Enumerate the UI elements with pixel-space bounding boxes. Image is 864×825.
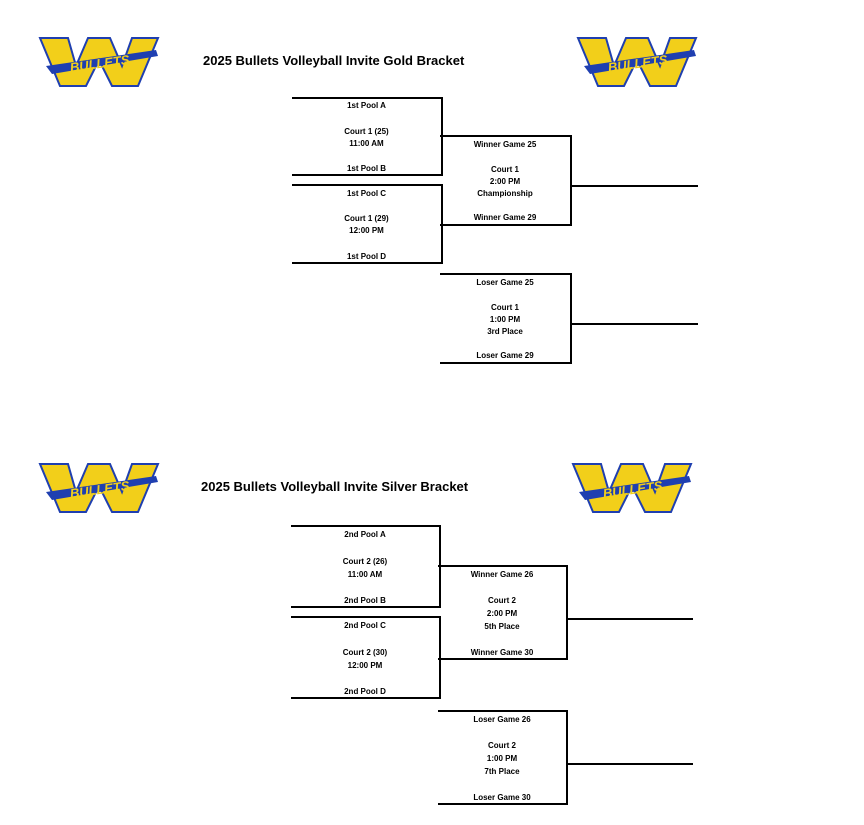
team-slot-top: Loser Game 26 — [473, 715, 531, 724]
game-time: 2:00 PM — [486, 609, 518, 618]
team-slot-top: Winner Game 26 — [470, 570, 534, 579]
gold-bracket: BULLETS 2025 Bullets Volleyball Invite G… — [0, 0, 864, 400]
team-slot-bottom: 2nd Pool D — [344, 687, 386, 696]
game-time: 11:00 AM — [347, 570, 383, 579]
bullets-logo-left: BULLETS — [38, 37, 160, 87]
winner-line — [568, 763, 693, 765]
team-slot-bottom: Winner Game 30 — [470, 648, 534, 657]
court-label: Court 2 (30) — [342, 648, 388, 657]
game-time: 2:00 PM — [489, 177, 521, 186]
match-box-final: Winner Game 26 Court 2 2:00 PM 5th Place… — [438, 565, 568, 660]
team-slot-top: Loser Game 25 — [476, 278, 534, 287]
bullets-logo-right: BULLETS — [576, 37, 698, 87]
court-label: Court 1 — [491, 165, 519, 174]
court-label: Court 2 — [488, 741, 516, 750]
game-time: 1:00 PM — [489, 315, 521, 324]
game-label: Championship — [477, 189, 533, 198]
team-slot-bottom: Loser Game 30 — [473, 793, 531, 802]
team-slot-bottom: Winner Game 29 — [473, 213, 537, 222]
court-label: Court 2 — [488, 596, 516, 605]
bracket-title: 2025 Bullets Volleyball Invite Gold Brac… — [203, 53, 465, 68]
game-time: 1:00 PM — [486, 754, 518, 763]
bullets-logo-left: BULLETS — [38, 463, 160, 513]
match-box-consolation: Loser Game 26 Court 2 1:00 PM 7th Place … — [438, 710, 568, 805]
winner-line — [568, 618, 693, 620]
match-box-game-b: 2nd Pool C Court 2 (30) 12:00 PM 2nd Poo… — [291, 616, 441, 699]
court-label: Court 1 (25) — [344, 127, 389, 136]
match-box-final: Winner Game 25 Court 1 2:00 PM Champions… — [440, 135, 572, 226]
match-box-consolation: Loser Game 25 Court 1 1:00 PM 3rd Place … — [440, 273, 572, 364]
bracket-title: 2025 Bullets Volleyball Invite Silver Br… — [201, 479, 469, 494]
game-label: 7th Place — [484, 767, 520, 776]
game-time: 12:00 PM — [349, 226, 384, 235]
team-slot-top: 2nd Pool C — [344, 621, 386, 630]
team-slot-top: 2nd Pool A — [344, 530, 386, 539]
team-slot-bottom: 2nd Pool B — [344, 596, 386, 605]
bullets-logo-right: BULLETS — [571, 463, 693, 513]
winner-line — [572, 323, 698, 325]
court-label: Court 1 (29) — [344, 214, 389, 223]
winner-line — [572, 185, 698, 187]
team-slot-bottom: 1st Pool B — [346, 164, 387, 173]
court-label: Court 1 — [491, 303, 519, 312]
team-slot-bottom: Loser Game 29 — [476, 351, 534, 360]
team-slot-top: 1st Pool C — [346, 189, 387, 198]
team-slot-bottom: 1st Pool D — [346, 252, 387, 261]
silver-bracket: BULLETS 2025 Bullets Volleyball Invite S… — [0, 0, 864, 805]
game-time: 11:00 AM — [349, 139, 384, 148]
court-label: Court 2 (26) — [342, 557, 388, 566]
game-time: 12:00 PM — [347, 661, 383, 670]
game-label: 5th Place — [484, 622, 520, 631]
team-slot-top: 1st Pool A — [347, 101, 386, 110]
team-slot-top: Winner Game 25 — [473, 140, 537, 149]
match-box-game-a: 2nd Pool A Court 2 (26) 11:00 AM 2nd Poo… — [291, 525, 441, 608]
game-label: 3rd Place — [487, 327, 523, 336]
